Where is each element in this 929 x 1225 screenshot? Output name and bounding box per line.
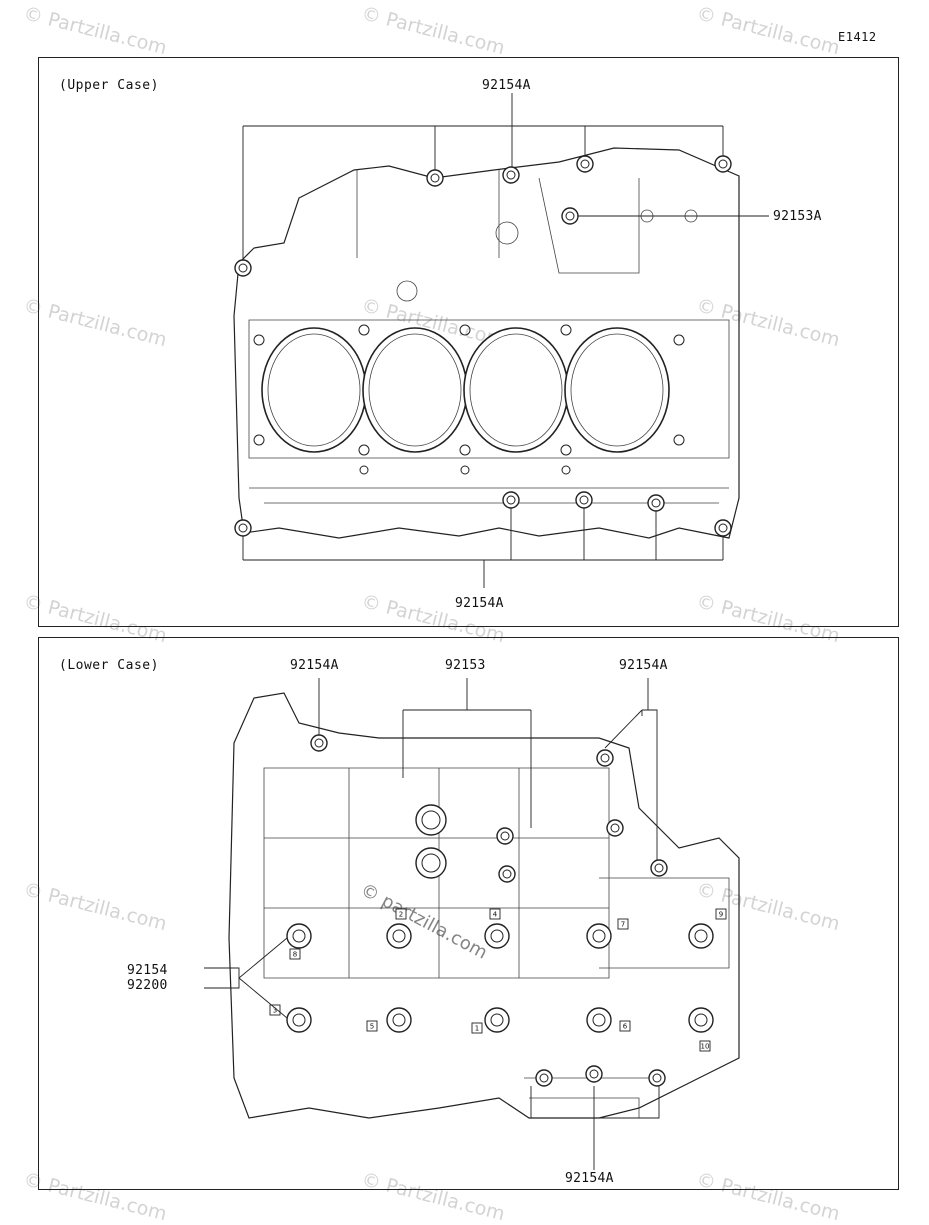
sequence-tag <box>366 1020 378 1032</box>
lower-case-panel: (Lower Case) <box>38 637 899 1190</box>
upper-case-panel: (Upper Case) <box>38 57 899 627</box>
sequence-tag <box>269 1004 281 1016</box>
sequence-tag-label: 7 <box>621 921 625 929</box>
upper-case-drawing <box>233 93 769 588</box>
lower-case-drawing: 1 2 3 4 5 6 7 8 9 10 <box>204 678 740 1170</box>
callout-92154a-top-right: 92154A <box>619 658 668 673</box>
callout-92154a-top-left: 92154A <box>290 658 339 673</box>
sequence-tag-label: 5 <box>370 1023 374 1031</box>
watermark: © Partzilla.com <box>694 2 842 60</box>
watermark: © Partzilla.com <box>359 2 507 60</box>
callout-92154-92200: 92154 92200 <box>127 963 168 993</box>
sequence-tag-label: 3 <box>273 1007 277 1015</box>
sequence-tag <box>715 908 727 920</box>
sequence-tag-label: 6 <box>623 1023 628 1031</box>
sequence-tag <box>395 908 407 920</box>
sequence-tag-label: 1 <box>475 1025 479 1033</box>
sequence-tag <box>699 1040 711 1052</box>
panel-title: (Lower Case) <box>59 658 159 673</box>
sequence-tag <box>617 918 629 930</box>
callout-92154a-top: 92154A <box>482 78 531 93</box>
callout-92153a: 92153A <box>773 209 822 224</box>
page-code: E1412 <box>838 30 877 44</box>
sequence-tag-label: 4 <box>493 911 498 919</box>
watermark: © Partzilla.com <box>21 2 169 60</box>
callout-92153: 92153 <box>445 658 486 673</box>
sequence-tag-label: 9 <box>719 911 723 919</box>
sequence-tag <box>489 908 501 920</box>
panel-title: (Upper Case) <box>59 78 159 93</box>
sequence-tag-label: 8 <box>293 951 297 959</box>
sequence-tag <box>289 948 301 960</box>
callout-92154a-bottom: 92154A <box>565 1171 614 1186</box>
callout-92154a-bottom: 92154A <box>455 596 504 611</box>
sequence-tag-label: 10 <box>701 1043 710 1051</box>
sequence-tag <box>619 1020 631 1032</box>
sequence-tag-label: 2 <box>399 911 403 919</box>
sequence-tag <box>471 1022 483 1034</box>
